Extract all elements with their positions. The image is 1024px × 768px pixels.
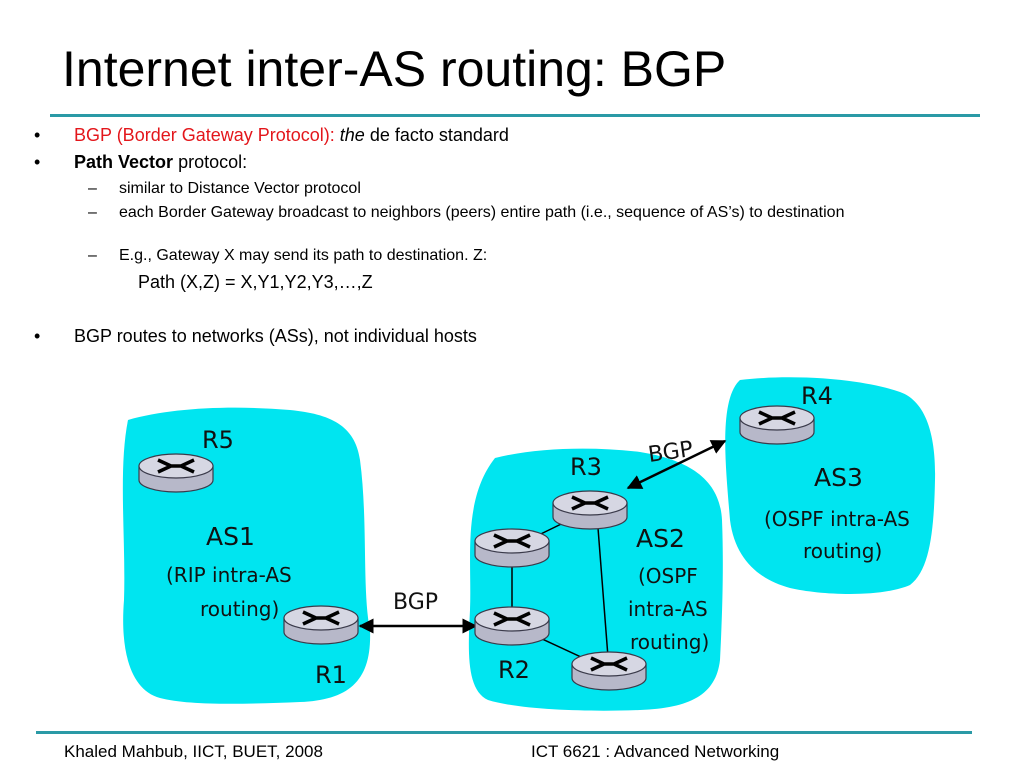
- as2-name: AS2: [636, 524, 685, 553]
- router-icon: [570, 650, 648, 692]
- router-r5-label: R5: [202, 426, 234, 454]
- bullet-glyph: •: [34, 152, 41, 172]
- emphasis-the: the: [339, 125, 365, 145]
- router-r2-icon: [473, 605, 551, 647]
- as3-desc-line1: (OSPF intra-AS: [764, 507, 910, 531]
- bullet-text: Path Vector protocol:: [74, 151, 247, 173]
- bgp-label-r3-r4: BGP: [647, 437, 695, 468]
- router-icon: [473, 527, 551, 569]
- as2-desc-line2: intra-AS: [628, 597, 708, 621]
- slide-title: Internet inter-AS routing: BGP: [62, 41, 727, 97]
- as3-desc-line2: routing): [803, 539, 882, 563]
- bgp-definition-rest: de facto standard: [369, 125, 509, 145]
- path-vector-rest: protocol:: [178, 152, 248, 172]
- bgp-link-r3-r4: [626, 439, 727, 490]
- title-divider: [50, 114, 980, 117]
- bullet-text: BGP routes to networks (ASs), not indivi…: [74, 326, 477, 346]
- router-r3-label: R3: [570, 453, 602, 481]
- as2-desc-line1: (OSPF: [638, 564, 698, 588]
- as2-desc-line3: routing): [630, 630, 709, 654]
- footer-course: ICT 6621 : Advanced Networking: [531, 742, 780, 761]
- footer-author: Khaled Mahbub, IICT, BUET, 2008: [64, 742, 323, 761]
- bgp-label-r1-r2: BGP: [393, 590, 438, 615]
- bullet-text: BGP (Border Gateway Protocol): the de fa…: [74, 124, 509, 146]
- bullet-glyph: •: [34, 326, 41, 346]
- router-r4-icon: [738, 404, 816, 446]
- router-r1-label: R1: [315, 661, 347, 689]
- as1-desc-line2: routing): [200, 597, 279, 621]
- as1-name: AS1: [206, 522, 255, 551]
- router-r1-icon: [282, 604, 360, 646]
- bullet-glyph: •: [34, 125, 41, 145]
- as2-cloud: [468, 448, 723, 711]
- sub-bullet-text: each Border Gateway broadcast to neighbo…: [119, 204, 845, 221]
- dash-glyph: –: [88, 180, 97, 197]
- sub-bullet-text: similar to Distance Vector protocol: [119, 180, 361, 197]
- bgp-definition: BGP (Border Gateway Protocol):: [74, 125, 335, 145]
- path-formula: Path (X,Z) = X,Y1,Y2,Y3,…,Z: [138, 272, 373, 292]
- dash-glyph: –: [88, 247, 97, 264]
- footer-divider: [36, 731, 972, 734]
- as1-desc-line1: (RIP intra-AS: [166, 563, 292, 587]
- router-r3-icon: [551, 489, 629, 531]
- router-r4-label: R4: [801, 382, 833, 410]
- as1-cloud: [122, 407, 371, 704]
- link-r3-r2c: [596, 514, 610, 671]
- path-vector-term: Path Vector: [74, 152, 174, 172]
- router-r2-label: R2: [498, 656, 530, 684]
- as3-name: AS3: [814, 463, 863, 492]
- router-r5-icon: [137, 452, 215, 494]
- sub-bullet-text: E.g., Gateway X may send its path to des…: [119, 247, 488, 264]
- dash-glyph: –: [88, 204, 97, 221]
